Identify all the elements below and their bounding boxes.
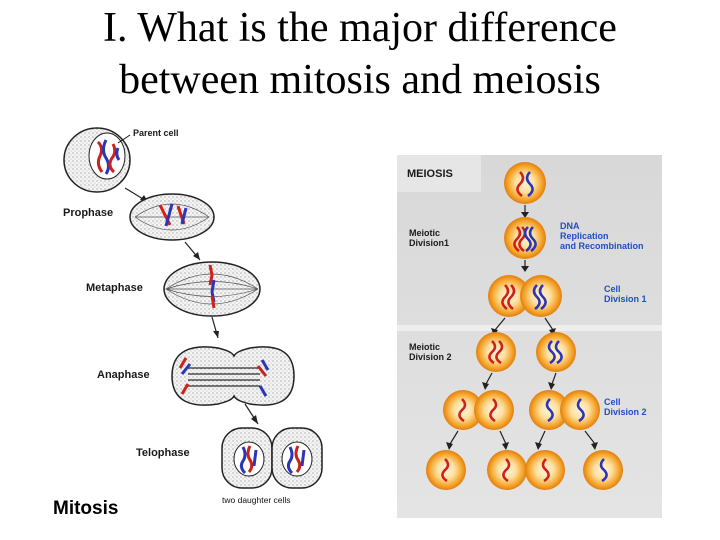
division1-label-line1: Meiotic xyxy=(409,228,440,238)
metaphase-cell xyxy=(163,261,261,317)
telophase-label: Telophase xyxy=(136,447,190,459)
cell-division2-label-line2: Division 2 xyxy=(604,407,647,417)
division1-label-line2: Division1 xyxy=(409,238,449,248)
meiosis-division2-cells xyxy=(476,332,576,372)
cell-division2-label-line1: Cell xyxy=(604,397,621,407)
prophase-label: Prophase xyxy=(63,207,113,219)
parent-cell-label: Parent cell xyxy=(133,128,179,138)
prophase-cell xyxy=(129,193,215,241)
slide-title: I. What is the major difference between … xyxy=(0,2,720,106)
meiosis-division1-cells xyxy=(488,275,562,317)
meiosis-replicated-cell xyxy=(504,217,546,259)
meiosis-division2-split-cells xyxy=(443,390,600,430)
meiosis-heading: MEIOSIS xyxy=(407,168,453,180)
metaphase-label: Metaphase xyxy=(86,282,143,294)
meiosis-parent-cell xyxy=(504,162,546,204)
cell-division1-label-line2: Division 1 xyxy=(604,294,647,304)
anaphase-label: Anaphase xyxy=(97,369,150,381)
meiosis-diagram: MEIOSIS Meiotic Division1 DNA Replicatio… xyxy=(397,155,662,518)
dna-label-line3: and Recombination xyxy=(560,241,644,251)
telophase-cells xyxy=(221,427,323,489)
anaphase-cell xyxy=(171,346,295,406)
mitosis-diagram: Parent cell Prophase xyxy=(53,127,323,519)
dna-label-line2: Replication xyxy=(560,231,609,241)
mitosis-heading: Mitosis xyxy=(53,498,118,519)
title-line-2: between mitosis and meiosis xyxy=(119,57,601,103)
division2-label-line2: Division 2 xyxy=(409,352,452,362)
dna-label-line1: DNA xyxy=(560,221,580,231)
cell-division1-label-line1: Cell xyxy=(604,284,621,294)
meiosis-header-box xyxy=(397,155,481,192)
meiosis-gametes xyxy=(426,450,623,490)
parent-cell xyxy=(63,127,131,193)
division2-label-line1: Meiotic xyxy=(409,342,440,352)
title-line-1: I. What is the major difference xyxy=(103,5,617,51)
daughter-cells-label: two daughter cells xyxy=(222,495,291,505)
